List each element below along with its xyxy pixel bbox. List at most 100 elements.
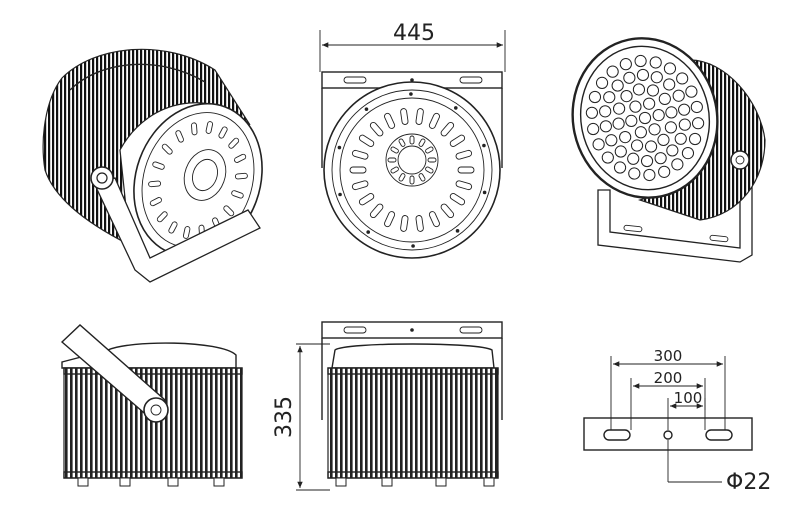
vent-slot [228,137,240,149]
vent-slot [428,211,440,228]
led-lens [644,140,658,153]
hole-diameter-label: Φ22 [726,470,771,495]
led-lens [630,139,644,152]
vent-slot [148,180,162,188]
bolt-hole [366,230,371,234]
led-lens [599,105,612,118]
inner-slot [409,175,415,185]
vent-slot [384,112,396,129]
foot [77,477,89,487]
bolt-hole [482,190,487,195]
led-lens [620,90,633,103]
foot [483,477,495,487]
bracket-300-label: 300 [654,347,683,365]
vent-slot [440,203,455,219]
vent-slot [182,226,191,239]
vent-slot [449,134,466,147]
led-lens [652,108,665,122]
side-view [60,324,243,487]
bolt-hole [455,229,460,233]
bracket-100-label: 100 [674,389,703,407]
led-lens [634,54,647,68]
bolt-hole [411,244,415,248]
bolt-hole [453,106,458,110]
bolt-hole [337,145,342,150]
vent-slot [455,149,473,160]
led-lens [685,85,698,98]
rear-isometric-view [42,48,263,283]
led-lens [658,92,671,105]
bolt-hole [338,192,342,197]
vent-slot [415,215,424,232]
led-lens [614,145,627,158]
vent-slot [400,108,409,125]
led-lens [612,117,625,130]
led-lens [592,138,605,151]
led-lens [634,126,647,139]
inner-slot [390,146,399,154]
led-lens [638,111,652,125]
led-lens [690,100,703,114]
led-lens [643,168,656,182]
foot [435,477,447,487]
led-lens [663,78,676,91]
led-lens [658,165,671,178]
inner-slot [425,166,434,174]
vent-slot [358,134,375,147]
led-lens [649,56,662,69]
inner-slot [398,173,406,182]
led-lens [611,79,624,92]
vent-slot [369,121,384,137]
led-lens [587,122,600,136]
led-lens [632,83,646,96]
foot [335,477,347,487]
foot [213,477,225,487]
height-dimension-label: 335 [272,396,297,438]
front-isometric-view [571,37,766,263]
foot [381,477,393,487]
led-lens [595,76,609,90]
led-lens [619,58,632,71]
vent-slot [156,211,168,223]
led-lens [688,132,702,146]
vent-slot [175,130,184,143]
inner-slot [418,173,426,182]
led-lens [599,120,612,133]
vent-slot [234,153,247,163]
bracket-200-label: 200 [654,369,683,387]
vent-slot [351,180,369,191]
led-lens [678,118,691,131]
mounting-bracket-view [583,356,753,483]
led-lens [585,106,599,119]
vent-slot [234,172,248,180]
led-lens [636,68,650,82]
led-lens [613,161,627,174]
vent-slot [428,112,440,129]
inner-slot [427,157,437,163]
led-lens [663,62,677,75]
led-lens [605,134,618,147]
vent-slot [161,143,173,155]
led-lens [650,71,663,84]
vent-slot [440,121,455,137]
inner-slot [409,135,415,145]
led-lens [665,106,678,119]
front-elevation-view [296,321,503,491]
led-lens [606,65,619,78]
vent-slot [218,126,228,139]
led-lens [671,158,684,171]
vent-slot [223,205,235,217]
led-lens [623,71,636,84]
led-lens [654,152,667,165]
led-lens [627,152,640,165]
vent-slot [369,203,384,219]
led-lens [588,90,602,104]
led-lens [681,146,695,160]
led-lens [676,72,689,85]
vent-slot [149,197,162,207]
vent-slot [449,193,466,206]
vent-slot [358,193,375,206]
led-lens [628,167,641,180]
bolt-hole [364,107,369,111]
led-lens [691,117,705,130]
